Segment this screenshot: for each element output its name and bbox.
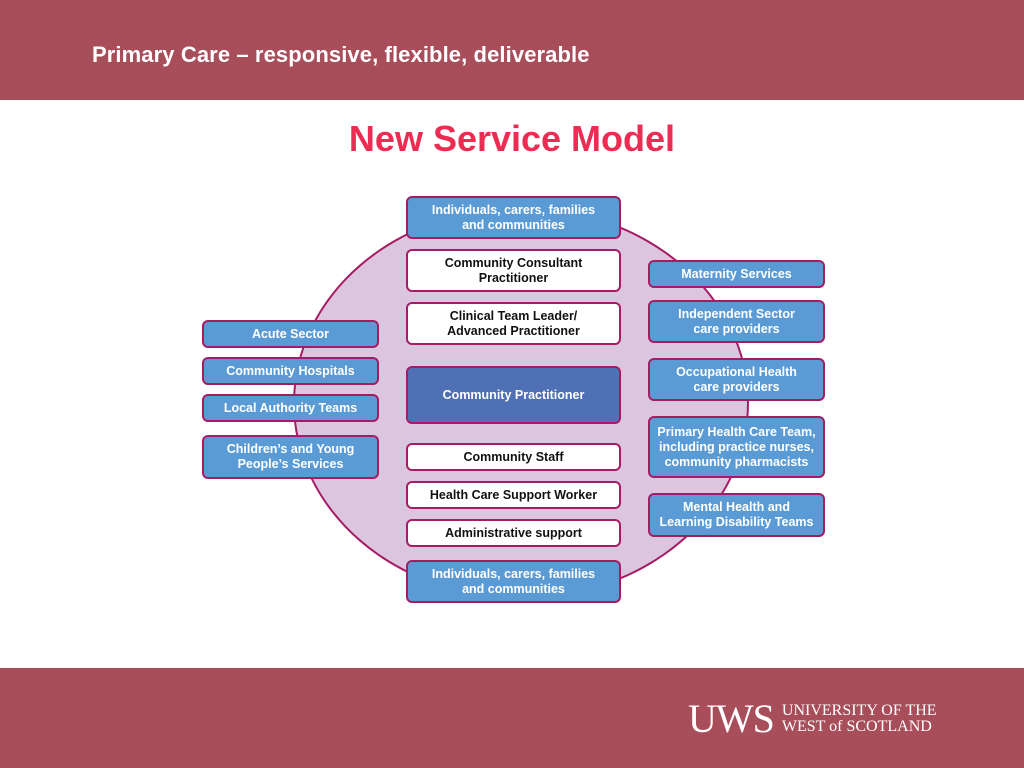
logo-mark: UWS (688, 696, 775, 741)
box-administrative-support: Administrative support (406, 519, 621, 547)
box-local-authority-teams: Local Authority Teams (202, 394, 379, 422)
box-primary-health-care-team: Primary Health Care Team, including prac… (648, 416, 825, 478)
logo-text-line1: UNIVERSITY OF THE (781, 702, 937, 719)
box-maternity-services: Maternity Services (648, 260, 825, 288)
uws-logo: UWS UNIVERSITY OF THE WEST of SCOTLAND (688, 699, 937, 739)
logo-text: UNIVERSITY OF THE WEST of SCOTLAND (782, 703, 937, 735)
box-childrens-young-peoples-services: Children’s and Young People’s Services (202, 435, 379, 479)
box-community-practitioner: Community Practitioner (406, 366, 621, 424)
box-community-consultant-practitioner: Community Consultant Practitioner (406, 249, 621, 292)
slide-title: New Service Model (348, 118, 676, 159)
box-individuals-bottom: Individuals, carers, families and commun… (406, 560, 621, 603)
box-clinical-team-leader: Clinical Team Leader/ Advanced Practitio… (406, 302, 621, 345)
header-bar: Primary Care – responsive, flexible, del… (0, 0, 1024, 100)
box-individuals-top: Individuals, carers, families and commun… (406, 196, 621, 239)
box-community-hospitals: Community Hospitals (202, 357, 379, 385)
header-title: Primary Care – responsive, flexible, del… (92, 42, 590, 67)
logo-text-line2: WEST of SCOTLAND (781, 718, 932, 735)
box-health-care-support-worker: Health Care Support Worker (406, 481, 621, 509)
box-mental-health-learning-disability: Mental Health and Learning Disability Te… (648, 493, 825, 537)
box-community-staff: Community Staff (406, 443, 621, 471)
box-independent-sector: Independent Sector care providers (648, 300, 825, 343)
box-acute-sector: Acute Sector (202, 320, 379, 348)
footer-bar (0, 668, 1024, 768)
box-occupational-health: Occupational Health care providers (648, 358, 825, 401)
